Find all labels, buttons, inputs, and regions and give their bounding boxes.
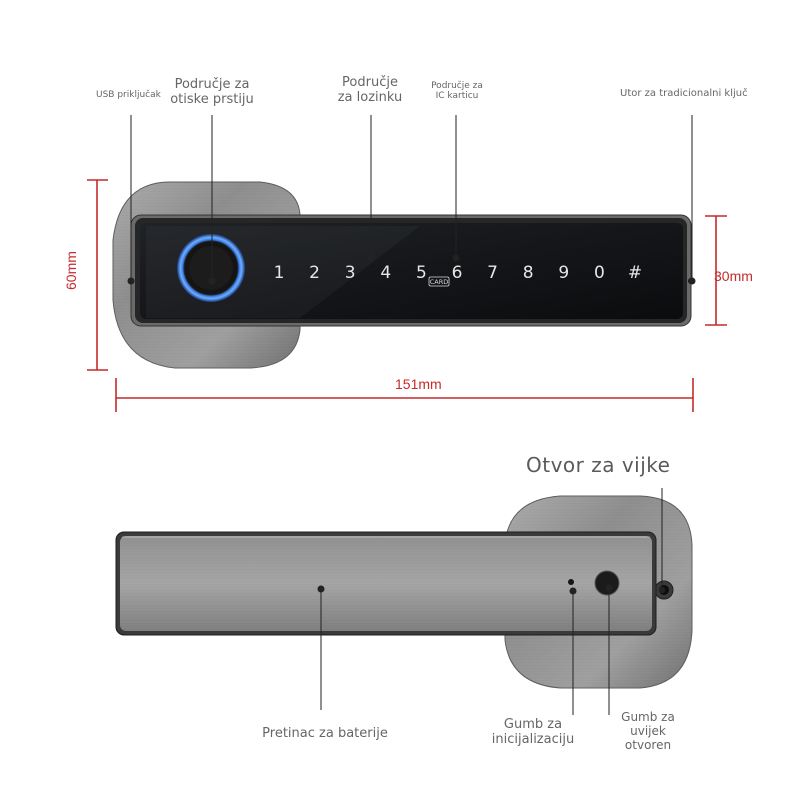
keypad-key-8: 8 [523, 263, 534, 283]
keypad-key-2: 2 [309, 263, 320, 283]
front-glass-panel [140, 223, 683, 319]
battery-label: Pretinac za baterije [262, 726, 388, 741]
keypad-key-hash: # [628, 263, 642, 283]
card-badge: CARD [428, 276, 450, 287]
keypad-key-1: 1 [274, 263, 285, 283]
screw-hole-label: Otvor za vijke [526, 453, 671, 477]
height-dimension-label: 60mm [63, 251, 79, 290]
panel-height-dimension-label: 30mm [714, 268, 753, 284]
key-slot-label: Utor za tradicionalni ključ [620, 88, 748, 99]
keypad-key-3: 3 [345, 263, 356, 283]
init-button [568, 579, 574, 585]
password-label: Područje za lozinku [337, 75, 403, 105]
keypad-key-5: 5 [416, 263, 427, 283]
usb-label: USB priključak [96, 90, 161, 100]
init-button-label: Gumb za inicijalizaciju [491, 717, 575, 747]
keypad-key-9: 9 [558, 263, 569, 283]
fingerprint-label: Područje za otiske prstiju [170, 77, 254, 107]
always-open-label: Gumb za uvijek otvoren [621, 710, 675, 752]
width-dimension-label: 151mm [395, 376, 442, 392]
dimension-lines [87, 179, 727, 412]
keypad-key-7: 7 [487, 263, 498, 283]
keypad-key-0: 0 [594, 263, 605, 283]
ic-card-label: Područje za IC karticu [431, 81, 483, 102]
keypad-key-4: 4 [380, 263, 391, 283]
card-badge-text: CARD [430, 278, 449, 286]
keypad-key-6: 6 [452, 263, 463, 283]
always-open-button [594, 570, 620, 596]
keypad: 1 2 3 4 5 6 7 8 9 0 # [274, 263, 643, 283]
